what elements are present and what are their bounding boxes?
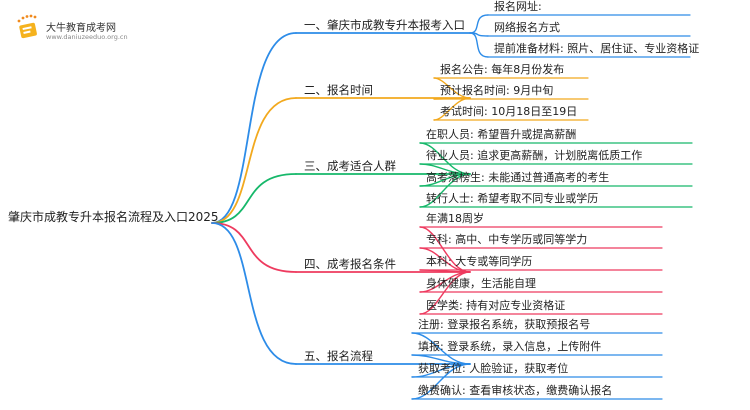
leaf-node: 报名公告: 每年8月份发布 — [440, 63, 565, 76]
branch-node: 一、肇庆市成教专升本报考入口 — [304, 18, 465, 32]
leaf-node: 转行人士: 希望考取不同专业或学历 — [426, 192, 599, 205]
leaf-node: 预计报名时间: 9月中旬 — [440, 84, 554, 97]
leaf-node: 医学类: 持有对应专业资格证 — [426, 299, 566, 312]
leaf-node: 考试时间: 10月18日至19日 — [440, 105, 578, 118]
logo-title: 大牛教育成考网 — [46, 23, 116, 34]
branch-connector — [211, 222, 297, 365]
branch-node: 四、成考报名条件 — [304, 257, 396, 271]
branch-connector — [211, 173, 297, 224]
branch-connector — [211, 222, 297, 273]
leaf-node: 获取考位: 人脸验证，获取考位 — [418, 362, 569, 375]
branch-connector — [211, 32, 297, 224]
logo-book-icon — [17, 14, 37, 39]
logo-url: www.daniuzeeduo.org.cn — [46, 33, 128, 41]
leaf-node: 待业人员: 追求更高薪酬，计划脱离低质工作 — [426, 149, 643, 162]
leaf-connector — [411, 363, 471, 400]
root-node: 肇庆市成教专升本报名流程及入口2025 — [8, 210, 219, 224]
branch-connector — [211, 97, 297, 224]
leaf-connector — [469, 32, 489, 58]
branch-node: 三、成考适合人群 — [304, 159, 396, 173]
leaf-connector — [419, 271, 471, 315]
leaf-connector — [469, 14, 489, 34]
leaf-connector — [433, 97, 471, 121]
branch-node: 二、报名时间 — [304, 83, 373, 97]
leaf-node: 在职人员: 希望晋升或提高薪酬 — [426, 128, 577, 141]
leaf-node: 身体健康，生活能自理 — [426, 277, 536, 290]
leaf-node: 提前准备材料: 照片、居住证、专业资格证 — [494, 42, 700, 55]
leaf-node: 本科: 大专或等同学历 — [426, 255, 533, 268]
branch-node: 五、报名流程 — [304, 349, 373, 363]
leaf-node: 网络报名方式 — [494, 21, 560, 34]
leaf-connector — [419, 173, 471, 208]
leaf-node: 填报: 登录系统，录入信息，上传附件 — [418, 340, 602, 353]
leaf-node: 缴费确认: 查看审核状态，缴费确认报名 — [418, 384, 613, 397]
leaf-node: 年满18周岁 — [426, 212, 484, 225]
leaf-node: 高考落榜生: 未能通过普通高考的考生 — [426, 171, 610, 184]
leaf-node: 专科: 高中、中专学历或同等学力 — [426, 233, 588, 246]
logo: 大牛教育成考网 www.daniuzeeduo.org.cn — [14, 12, 134, 46]
leaf-node: 注册: 登录报名系统，获取预报名号 — [418, 318, 591, 331]
leaf-node: 报名网址: — [494, 0, 542, 13]
